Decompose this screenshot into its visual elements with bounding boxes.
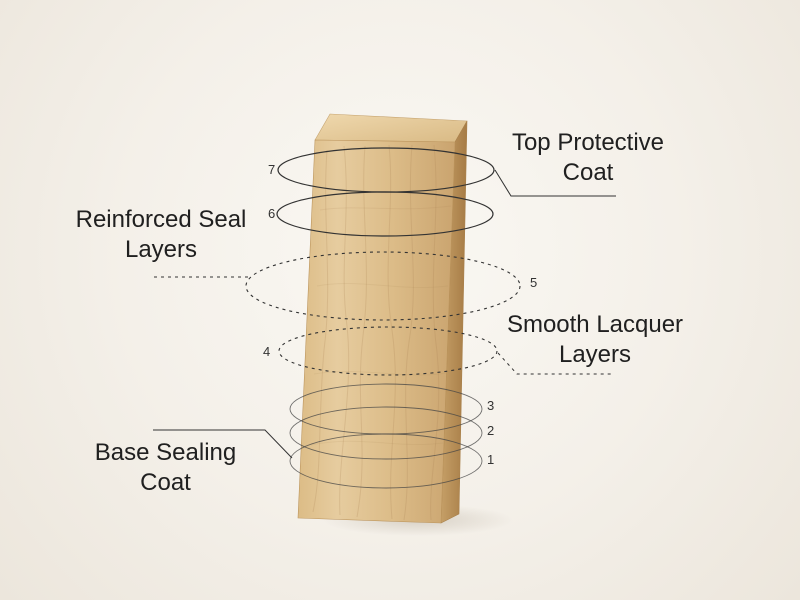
layer-number-3: 3: [487, 398, 494, 413]
layer-number-6: 6: [268, 206, 275, 221]
reinforced-seal-layers-line-1: Reinforced Seal: [75, 206, 247, 233]
layer-5-ring: [245, 251, 521, 321]
base-sealing-coat-line-1: Base Sealing: [94, 439, 237, 466]
layer-1-ring: [289, 433, 483, 489]
layer-6-ring: [276, 191, 494, 237]
top-protective-coat-line-2: Coat: [562, 159, 614, 186]
layer-2-ring: [289, 406, 483, 460]
top-protective-coat-leader: [494, 169, 616, 197]
smooth-lacquer-layers-leader: [497, 352, 614, 375]
layer-number-7: 7: [268, 162, 275, 177]
layer-4-ring: [278, 326, 498, 376]
top-protective-coat-line-1: Top Protective: [511, 129, 665, 156]
base-sealing-coat-label: Base Sealing Coat: [88, 438, 243, 498]
wood-block-front-face: [297, 139, 456, 524]
layer-number-1: 1: [487, 452, 494, 467]
smooth-lacquer-layers-label: Smooth Lacquer Layers: [500, 310, 690, 370]
layer-number-4: 4: [263, 344, 270, 359]
wood-grain: [310, 144, 452, 521]
base-sealing-coat-line-2: Coat: [140, 469, 191, 496]
reinforced-seal-layers-line-2: Layers: [124, 236, 198, 263]
wood-block-top-face: [314, 113, 468, 143]
layer-number-5: 5: [530, 275, 537, 290]
smooth-lacquer-layers-line-1: Smooth Lacquer: [506, 311, 684, 338]
top-protective-coat-label: Top Protective Coat: [508, 128, 668, 188]
reinforced-seal-layers-label: Reinforced Seal Layers: [68, 205, 254, 265]
base-sealing-coat-leader: [153, 429, 293, 459]
smooth-lacquer-layers-line-2: Layers: [558, 341, 632, 368]
layer-number-2: 2: [487, 423, 494, 438]
